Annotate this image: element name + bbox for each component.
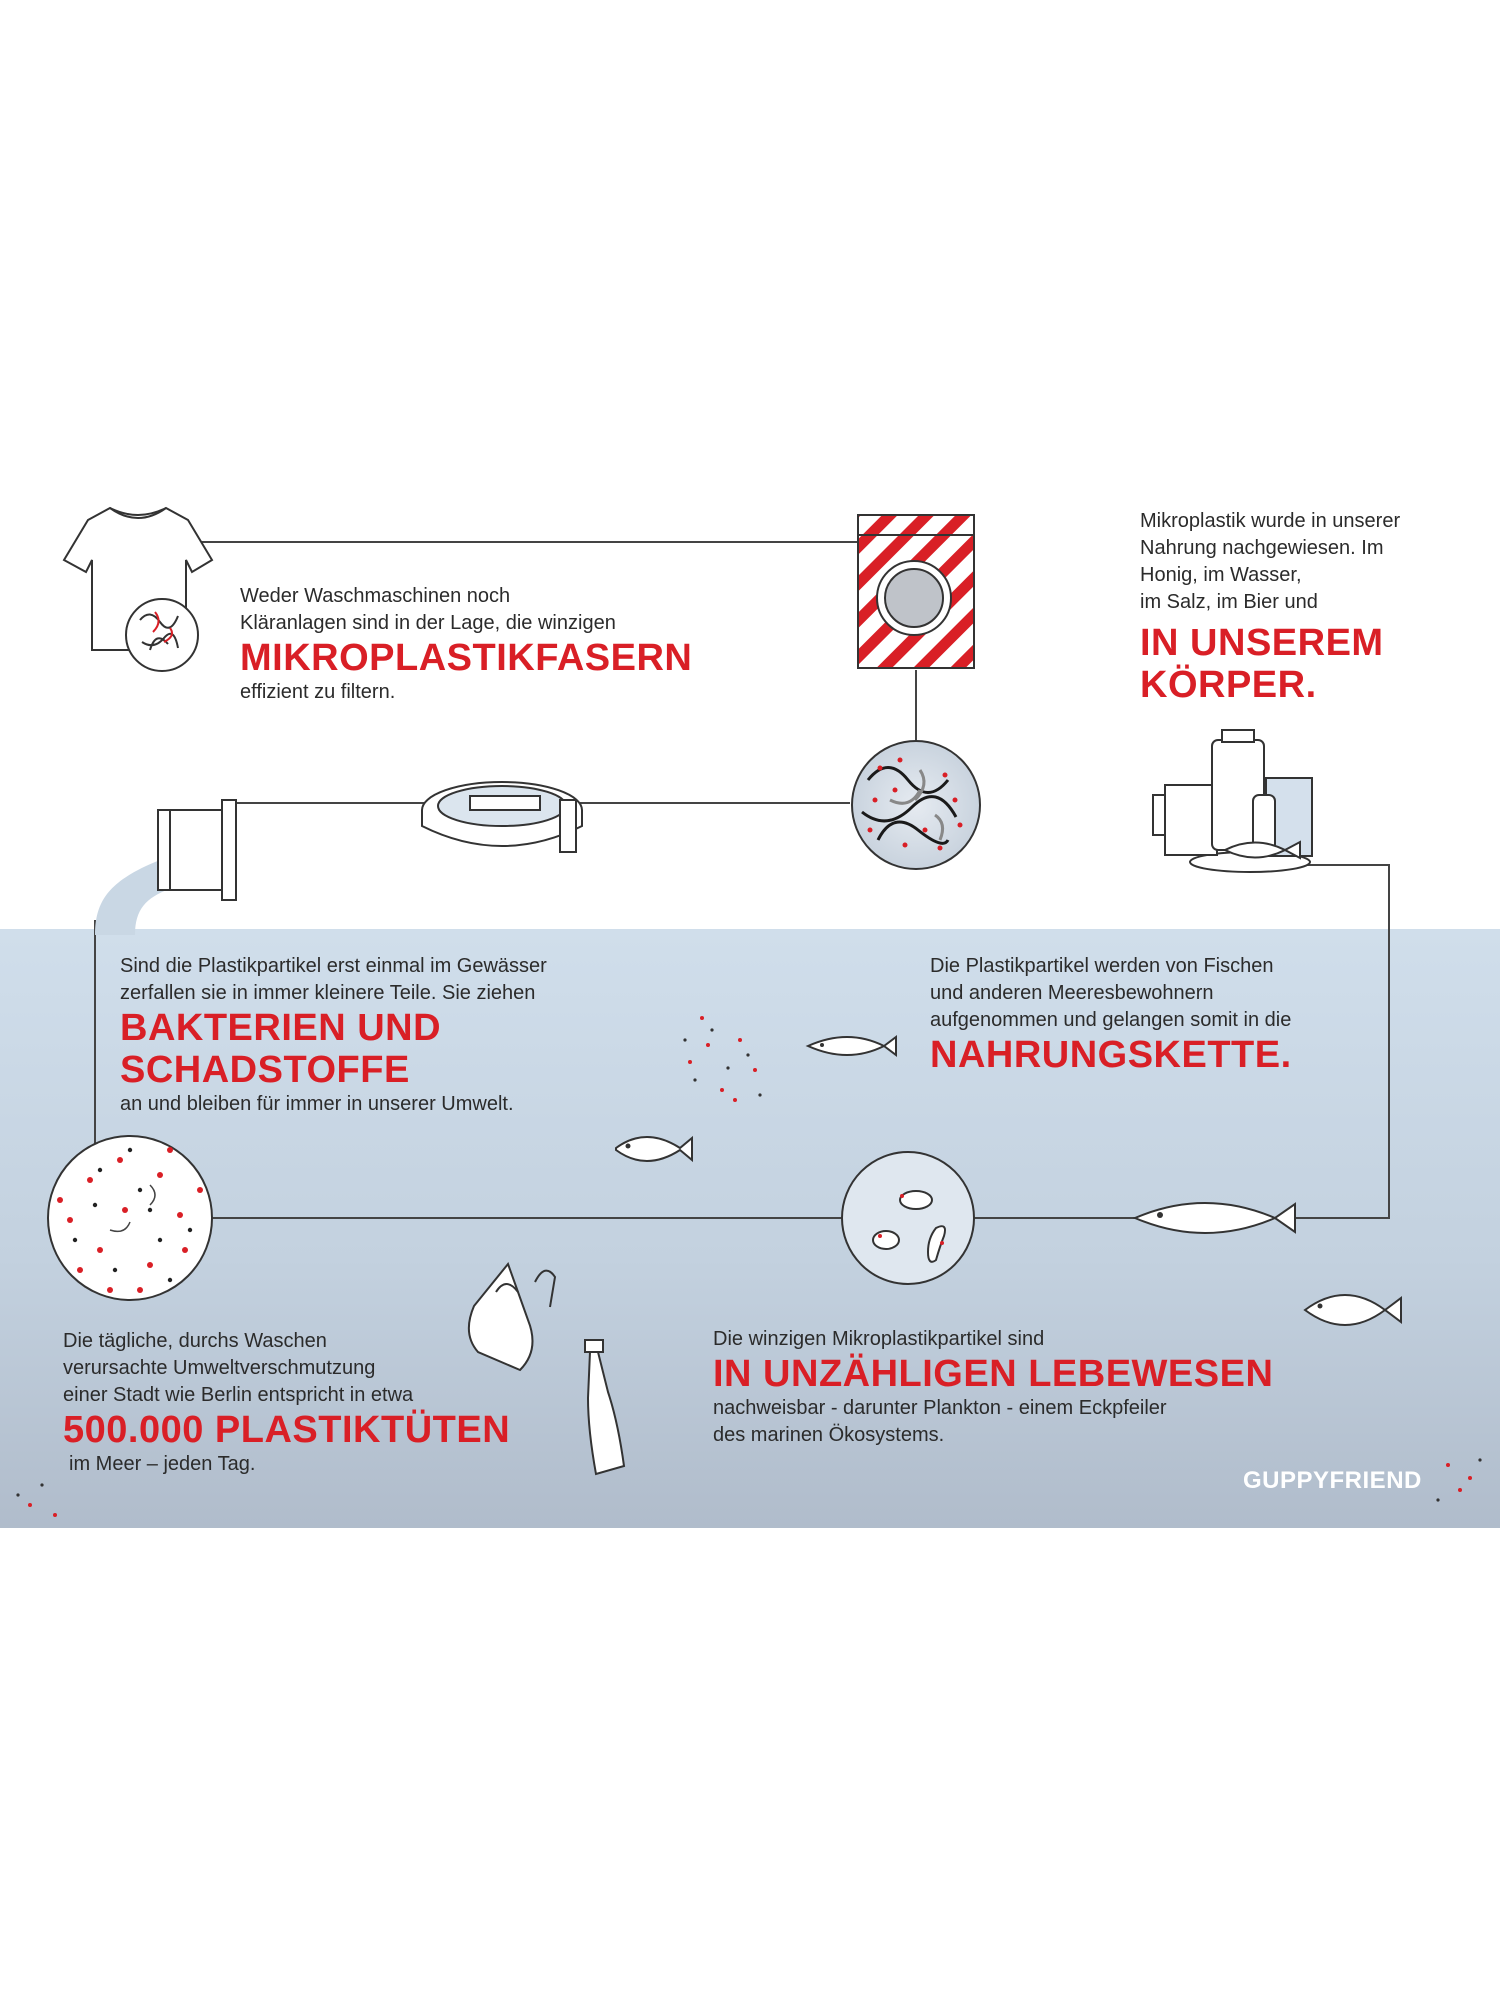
step-berlin-text: Die tägliche, durchs Waschen verursachte… [63, 1328, 510, 1478]
treatment-plant-icon [421, 781, 583, 853]
step-bacteria-after: an und bleiben für immer in unserer Umwe… [120, 1093, 514, 1115]
plastic-bottle-icon [584, 1339, 626, 1476]
microfiber-circle-icon [125, 598, 199, 672]
step-washing-highlight: MIKROPLASTIKFASERN [240, 637, 693, 679]
step-bacteria-highlight: BAKTERIEN UND [120, 1007, 442, 1049]
microfiber-magnified-icon [851, 740, 981, 870]
washing-machine-icon [857, 514, 975, 669]
step-berlin-line: verursachte Umweltverschmutzung [63, 1357, 376, 1379]
step-body-line: Nahrung nachgewiesen. Im [1140, 537, 1384, 559]
step-body-line: Honig, im Wasser, [1140, 564, 1302, 586]
fish-icon [615, 1035, 1402, 1326]
particle-cloud [16, 1016, 1482, 1517]
step-body-text: Mikroplastik wurde in unserer Nahrung na… [1140, 508, 1400, 706]
step-body-highlight: IN UNSEREM [1140, 622, 1384, 664]
step-bacteria-line: Sind die Plastikpartikel erst einmal im … [120, 955, 547, 977]
fish-eyes [625, 1043, 1323, 1309]
step-body-highlight: KÖRPER. [1140, 664, 1317, 706]
step-body-line: Mikroplastik wurde in unserer [1140, 510, 1401, 532]
step-berlin-highlight: 500.000 PLASTIKTÜTEN [63, 1409, 511, 1451]
step-berlin-after: im Meer – jeden Tag. [69, 1453, 256, 1475]
step-washing-after: effizient zu filtern. [240, 681, 396, 703]
step-organisms-line: Die winzigen Mikroplastikpartikel sind [713, 1328, 1045, 1350]
step-body-line: im Salz, im Bier und [1140, 591, 1318, 613]
sea-background [0, 929, 1500, 1528]
step-organisms-after: des marinen Ökosystems. [713, 1424, 945, 1446]
drain-pipe-icon [95, 799, 237, 935]
brand-logo: GUPPYFRIEND [1243, 1467, 1422, 1494]
step-washing-text: Weder Waschmaschinen noch Kläranlagen si… [240, 583, 692, 706]
step-washing-line: Weder Waschmaschinen noch [240, 585, 511, 607]
step-bacteria-text: Sind die Plastikpartikel erst einmal im … [120, 953, 547, 1118]
plankton-circle-icon [841, 1151, 975, 1285]
step-foodchain-text: Die Plastikpartikel werden von Fischen u… [930, 953, 1292, 1076]
step-washing-line: Kläranlagen sind in der Lage, die winzig… [240, 612, 616, 634]
step-foodchain-line: aufgenommen und gelangen somit in die [930, 1009, 1292, 1031]
step-organisms-text: Die winzigen Mikroplastikpartikel sind I… [713, 1326, 1273, 1449]
step-berlin-line: Die tägliche, durchs Waschen [63, 1330, 327, 1352]
step-foodchain-highlight: NAHRUNGSKETTE. [930, 1034, 1292, 1076]
step-foodchain-line: Die Plastikpartikel werden von Fischen [930, 955, 1274, 977]
step-bacteria-line: zerfallen sie in immer kleinere Teile. S… [120, 982, 536, 1004]
food-items-icon [1152, 729, 1313, 873]
step-organisms-highlight: IN UNZÄHLIGEN LEBEWESEN [713, 1353, 1274, 1395]
step-organisms-after: nachweisbar - darunter Plankton - einem … [713, 1397, 1167, 1419]
plastic-bag-icon [467, 1261, 557, 1372]
process-line [94, 541, 1390, 1219]
step-berlin-line: einer Stadt wie Berlin entspricht in etw… [63, 1384, 414, 1406]
step-bacteria-highlight: SCHADSTOFFE [120, 1049, 410, 1091]
particle-circle-icon [47, 1135, 213, 1301]
step-foodchain-line: und anderen Meeresbewohnern [930, 982, 1214, 1004]
